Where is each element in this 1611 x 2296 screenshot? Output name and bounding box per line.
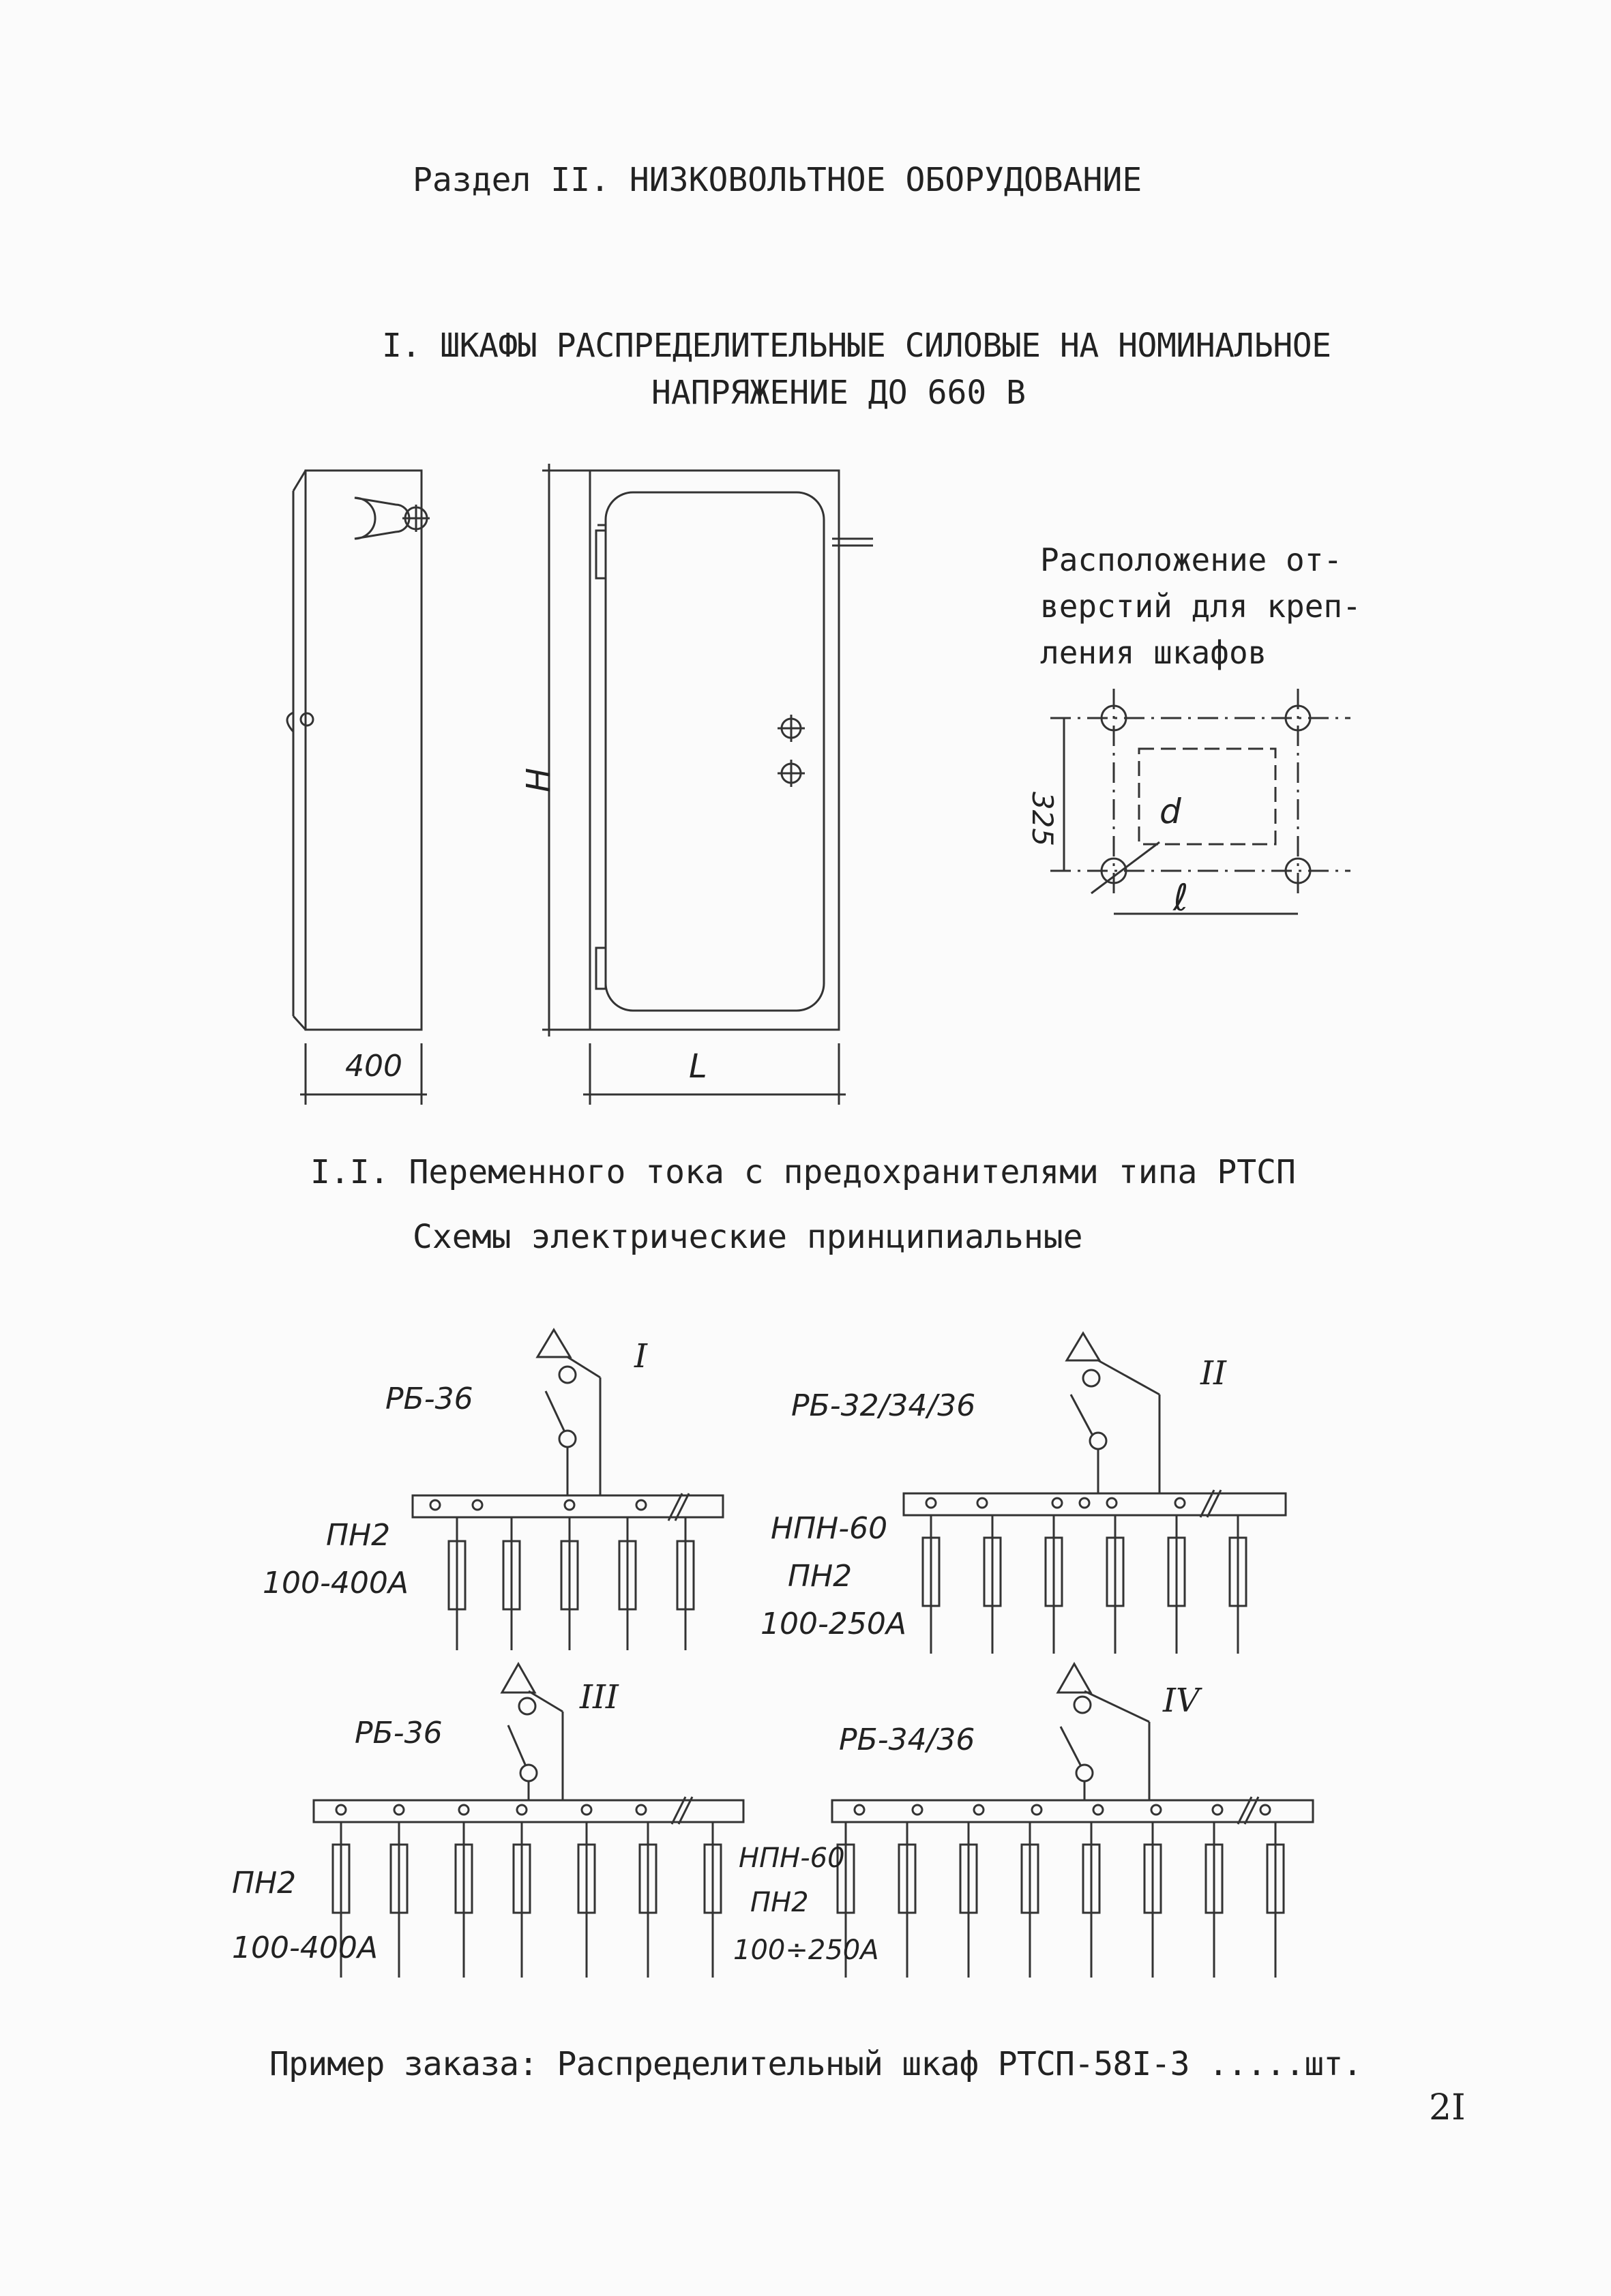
- subheading-2: Схемы электрические принципиальные: [413, 1218, 1083, 1256]
- mounting-hole: [1102, 859, 1126, 883]
- mounting-hole: [1286, 706, 1310, 730]
- busbar: [904, 1493, 1286, 1515]
- dimension-l: ℓ: [1173, 876, 1189, 919]
- busbar: [413, 1495, 723, 1517]
- scheme-3-fuse-type: ПН2: [232, 1866, 297, 1900]
- order-example: Пример заказа: Распределительный шкаф РТ…: [269, 2045, 1362, 2083]
- page-number: 2I: [1429, 2087, 1466, 2128]
- mounting-caption-1: Расположение от-: [1040, 541, 1343, 578]
- scheme-3-fuse-current: 100-400А: [232, 1930, 378, 1965]
- section-title: Раздел II. НИЗКОВОЛЬТНОЕ ОБОРУДОВАНИЕ: [413, 161, 1142, 199]
- scheme-1-fuse-type: ПН2: [326, 1518, 391, 1553]
- fuse-group: [333, 1822, 721, 1978]
- mounting-holes-diagram: [1050, 689, 1350, 948]
- mounting-hole: [1102, 706, 1126, 730]
- mounting-hole: [1286, 859, 1310, 883]
- cabinet-front-view: [590, 471, 839, 1030]
- scheme-3-diagram: [310, 1664, 747, 2005]
- scheme-1-fuse-current: 100-400А: [263, 1566, 409, 1600]
- scheme-2-fuse-type: ПН2: [788, 1559, 853, 1594]
- scheme-4-diagram: [829, 1664, 1320, 2005]
- scheme-3-switch: РБ-36: [355, 1716, 443, 1750]
- scheme-2-diagram: [900, 1333, 1296, 1660]
- scheme-2-fuse-holder: НПН-60: [771, 1511, 888, 1546]
- scheme-1-diagram: [409, 1330, 737, 1657]
- busbar: [832, 1800, 1313, 1822]
- fuse-group: [923, 1515, 1246, 1654]
- subheading-1: I.I. Переменного тока с предохранителями…: [310, 1153, 1296, 1191]
- heading-line-1: I. ШКАФЫ РАСПРЕДЕЛИТЕЛЬНЫЕ СИЛОВЫЕ НА НО…: [382, 327, 1331, 365]
- dimension-depth: 400: [345, 1049, 402, 1084]
- scheme-3-numeral: III: [580, 1678, 619, 1716]
- dimension-325: 325: [1026, 791, 1060, 847]
- scheme-4-fuse-current: 100÷250А: [733, 1935, 879, 1966]
- busbar: [314, 1800, 743, 1822]
- cabinet-drawing: [273, 450, 873, 1118]
- scheme-2-switch: РБ-32/34/36: [791, 1388, 976, 1423]
- fuse-group: [838, 1822, 1284, 1978]
- heading-line-2: НАПРЯЖЕНИЕ ДО 660 В: [651, 374, 1026, 412]
- scheme-4-numeral: IV: [1163, 1682, 1200, 1720]
- scheme-2-fuse-current: 100-250А: [760, 1607, 906, 1641]
- mounting-caption-3: ления шкафов: [1040, 634, 1267, 671]
- mounting-caption-2: верстий для креп-: [1040, 588, 1361, 625]
- scheme-1-switch: РБ-36: [385, 1382, 473, 1416]
- scheme-4-fuse-type: ПН2: [750, 1887, 809, 1918]
- scheme-4-switch: РБ-34/36: [839, 1723, 975, 1757]
- dimension-height: H: [520, 767, 559, 793]
- scheme-2-numeral: II: [1200, 1354, 1226, 1392]
- dimension-length: L: [689, 1047, 707, 1086]
- scheme-1-numeral: I: [634, 1337, 647, 1375]
- fuse-group: [449, 1517, 694, 1650]
- dimension-d: d: [1159, 792, 1181, 831]
- scheme-4-fuse-holder: НПН-60: [739, 1843, 845, 1874]
- cabinet-side-view: [306, 471, 422, 1030]
